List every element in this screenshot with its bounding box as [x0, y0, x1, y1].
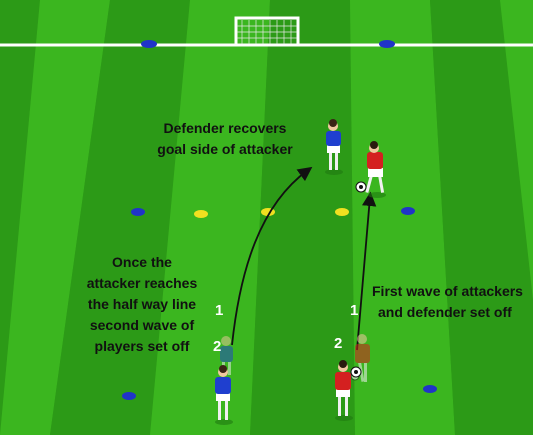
- annotation-first-wave: First wave of attackers and defender set…: [372, 281, 533, 323]
- annotation-line: First wave of attackers: [372, 283, 523, 299]
- attacker-with-ball: [355, 141, 386, 198]
- yellow-cone: [194, 210, 208, 218]
- annotation-line: second wave of: [89, 317, 195, 333]
- defender-recovering: [325, 119, 343, 175]
- annotation-line: players set off: [94, 338, 190, 354]
- annotation-line: Defender recovers: [163, 120, 287, 136]
- blue-cone: [401, 207, 415, 215]
- blue-cone: [131, 208, 145, 216]
- defender-run-arrow: [231, 166, 313, 346]
- annotation-line: and defender set off: [378, 304, 512, 320]
- yellow-cone: [335, 208, 349, 216]
- blue-cone: [423, 385, 437, 393]
- attacker-run-arrow: [356, 191, 377, 351]
- wave-number-right-first: 1: [350, 302, 359, 319]
- annotation-line: goal side of attacker: [157, 141, 293, 157]
- annotation-second-wave: Once the attacker reaches the half way l…: [72, 252, 212, 357]
- wave-number-right-second: 2: [334, 335, 343, 352]
- blue-cone: [122, 392, 136, 400]
- annotation-line: attacker reaches: [86, 275, 198, 291]
- annotation-defender-recovers: Defender recovers goal side of attacker: [140, 118, 310, 160]
- wave-number-left-first: 1: [215, 302, 224, 319]
- attacker-first-wave: [335, 360, 362, 421]
- attacker-second-wave: [350, 334, 370, 382]
- goal: [234, 16, 300, 47]
- blue-cone: [379, 40, 395, 48]
- annotation-line: Once the: [112, 254, 172, 270]
- annotation-line: the half way line: [87, 296, 197, 312]
- defender-first-wave: [215, 365, 233, 425]
- wave-number-left-second: 2: [213, 338, 222, 355]
- blue-cone: [141, 40, 157, 48]
- cones: [122, 40, 437, 400]
